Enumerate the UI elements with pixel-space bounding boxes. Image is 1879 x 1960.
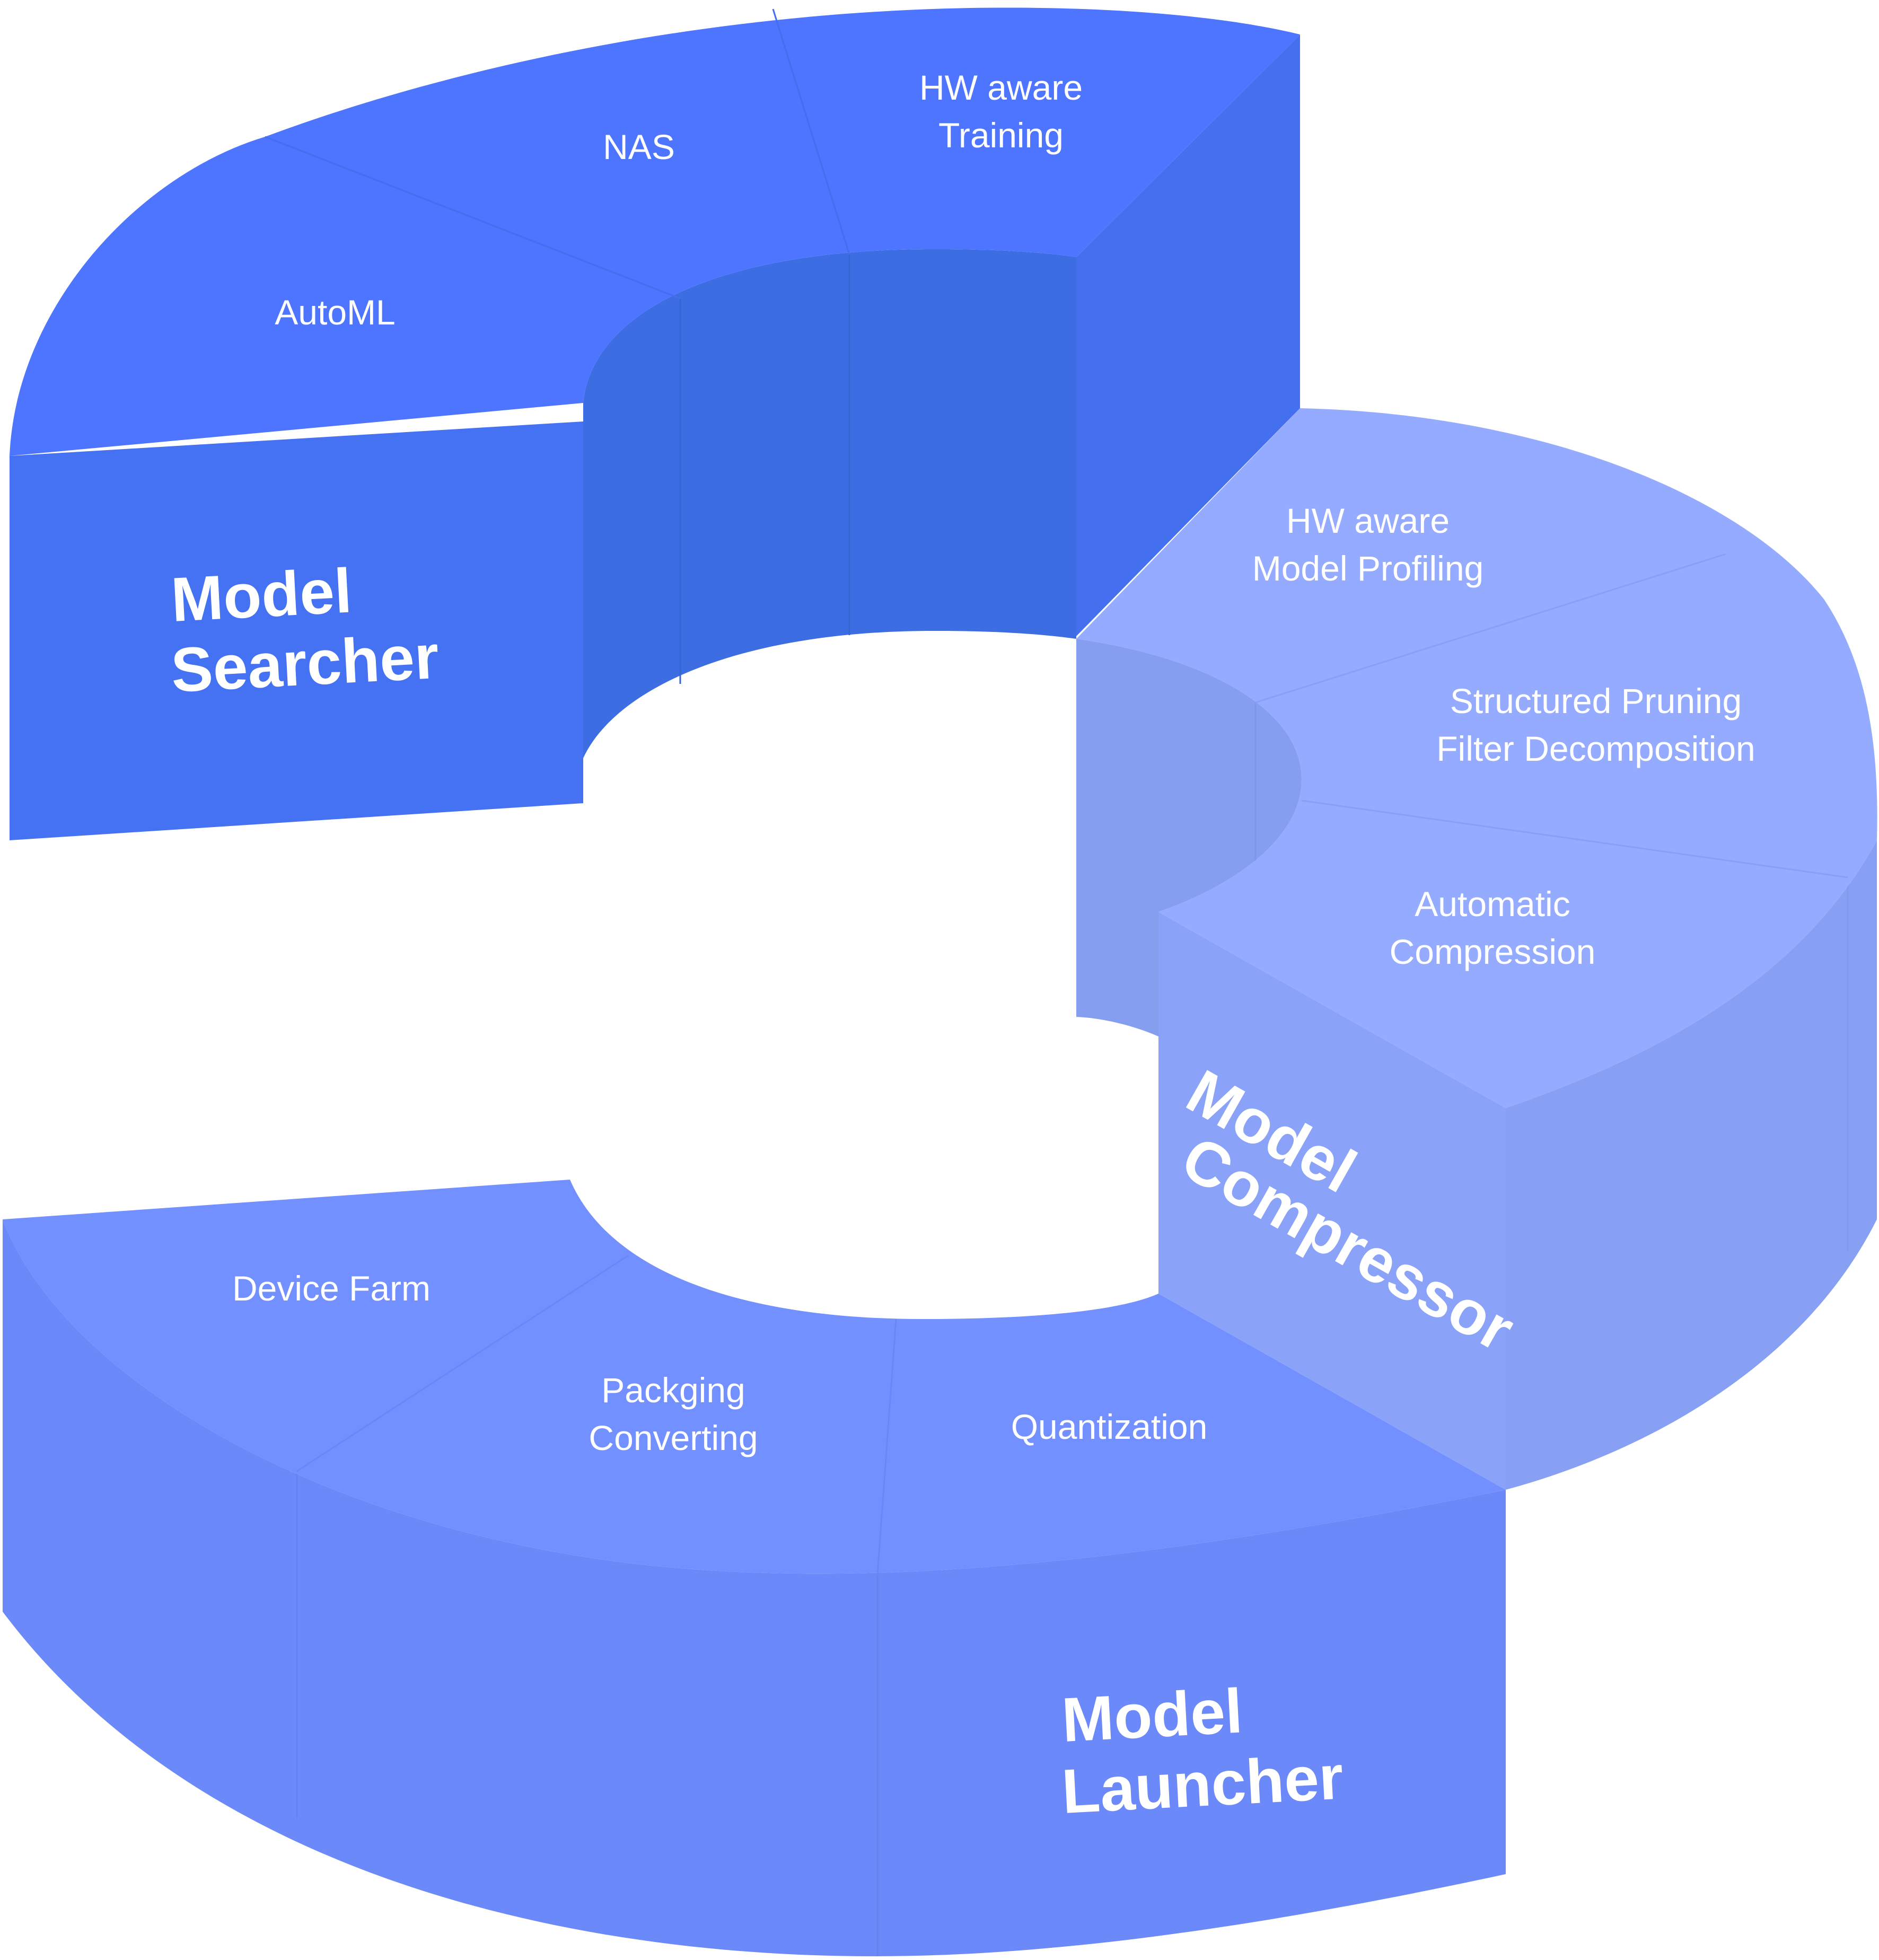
compressor-segment-automatic-line1: Automatic <box>1415 884 1570 924</box>
launcher-title-line1: Model <box>1060 1676 1244 1755</box>
searcher-segment-automl: AutoML <box>275 293 395 332</box>
launcher-top-face <box>3 1180 1506 1574</box>
compressor-segment-automatic-line2: Compression <box>1390 932 1596 971</box>
compressor-end-side <box>1158 912 1506 1490</box>
searcher-seam-2 <box>772 8 850 255</box>
model-compressor-block <box>1076 408 1877 1490</box>
launcher-seam-2 <box>876 1319 897 1575</box>
compressor-seam-1 <box>1255 553 1726 704</box>
compressor-segment-pruning-line2: Filter Decomposition <box>1436 729 1755 768</box>
searcher-seam-1 <box>265 136 681 300</box>
launcher-segment-quantization: Quantization <box>1011 1407 1208 1446</box>
compressor-inner-wall <box>1076 639 1302 1036</box>
launcher-segment-device-farm: Device Farm <box>232 1269 431 1308</box>
searcher-top-face <box>10 7 1300 456</box>
searcher-outer-side <box>10 421 583 840</box>
searcher-segment-nas: NAS <box>603 127 675 166</box>
searcher-end-side <box>1076 34 1300 636</box>
searcher-segment-hw-training-line2: Training <box>938 116 1064 155</box>
launcher-segment-packaging-line1: Packging <box>601 1370 745 1410</box>
launcher-title-line2: Launcher <box>1060 1742 1345 1827</box>
compressor-segment-profiling-line2: Model Profiling <box>1252 549 1484 588</box>
searcher-title-line1: Model <box>169 556 353 635</box>
model-launcher-block <box>3 1180 1506 1956</box>
searcher-segment-hw-training-line1: HW aware <box>919 68 1083 107</box>
compressor-outer-side <box>1506 840 1877 1490</box>
compressor-top-face <box>1076 408 1877 1108</box>
launcher-outer-side <box>3 1219 1506 1956</box>
model-searcher-block <box>10 7 1300 840</box>
compressor-segment-profiling-line1: HW aware <box>1286 501 1450 540</box>
launcher-segment-packaging-line2: Converting <box>589 1418 758 1457</box>
searcher-title-line2: Searcher <box>169 622 440 706</box>
searcher-inner-wall <box>583 249 1076 758</box>
compressor-seam-2 <box>1301 799 1848 878</box>
compressor-segment-pruning-line1: Structured Pruning <box>1450 681 1742 720</box>
launcher-seam-1 <box>296 1254 629 1472</box>
